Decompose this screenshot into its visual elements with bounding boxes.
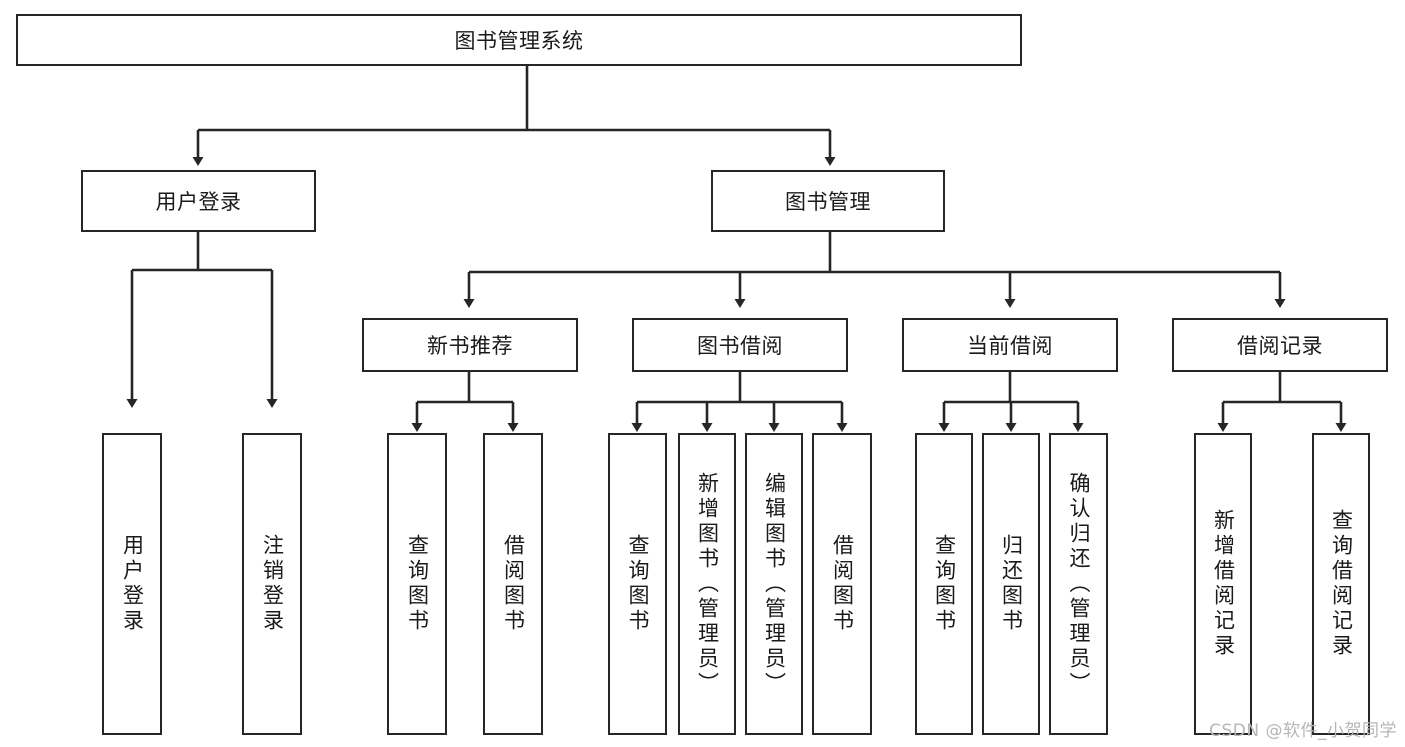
leaf-book-borrow-borrow[interactable]: 借阅图书 (812, 433, 872, 735)
leaf-current-borrow-return[interactable]: 归还图书 (982, 433, 1040, 735)
node-label: 用户登录 (120, 534, 145, 634)
node-user-login[interactable]: 用户登录 (81, 170, 316, 232)
node-book-borrowing[interactable]: 图书借阅 (632, 318, 848, 372)
leaf-book-borrow-add[interactable]: 新增图书（管理员） (678, 433, 736, 735)
node-label: 借阅图书 (501, 534, 526, 634)
leaf-borrow-record-add[interactable]: 新增借阅记录 (1194, 433, 1252, 735)
node-label: 当前借阅 (967, 334, 1053, 358)
node-label: 查询借阅记录 (1329, 509, 1354, 659)
leaf-book-borrow-edit[interactable]: 编辑图书（管理员） (745, 433, 803, 735)
leaf-book-borrow-query[interactable]: 查询图书 (608, 433, 667, 735)
node-book-management[interactable]: 图书管理 (711, 170, 945, 232)
leaf-new-book-borrow[interactable]: 借阅图书 (483, 433, 543, 735)
node-label: 图书借阅 (697, 334, 783, 358)
node-current-borrowing[interactable]: 当前借阅 (902, 318, 1118, 372)
leaf-new-book-query[interactable]: 查询图书 (387, 433, 447, 735)
leaf-current-borrow-confirm-return[interactable]: 确认归还（管理员） (1049, 433, 1108, 735)
leaf-borrow-record-query[interactable]: 查询借阅记录 (1312, 433, 1370, 735)
leaf-current-borrow-query[interactable]: 查询图书 (915, 433, 973, 735)
node-label: 新增图书（管理员） (695, 471, 720, 697)
node-label: 查询图书 (932, 534, 957, 634)
node-label: 查询图书 (405, 534, 430, 634)
node-label: 用户登录 (155, 190, 242, 214)
node-label: 注销登录 (260, 534, 285, 634)
node-borrowing-record[interactable]: 借阅记录 (1172, 318, 1388, 372)
node-label: 归还图书 (999, 534, 1024, 634)
node-label: 查询图书 (626, 534, 650, 634)
node-label: 图书管理系统 (454, 29, 584, 53)
watermark: CSDN @软件_小贺同学 (1209, 721, 1397, 741)
leaf-user-login-logout[interactable]: 注销登录 (242, 433, 302, 735)
node-label: 新增借阅记录 (1211, 509, 1236, 659)
node-book-management-system[interactable]: 图书管理系统 (16, 14, 1022, 66)
node-label: 确认归还（管理员） (1067, 471, 1091, 697)
node-label: 借阅图书 (830, 534, 855, 634)
node-label: 编辑图书（管理员） (762, 471, 787, 697)
node-label: 新书推荐 (427, 334, 513, 358)
node-label: 图书管理 (785, 190, 871, 214)
node-label: 借阅记录 (1237, 334, 1323, 358)
leaf-user-login-login[interactable]: 用户登录 (102, 433, 162, 735)
node-new-book-recommendation[interactable]: 新书推荐 (362, 318, 578, 372)
